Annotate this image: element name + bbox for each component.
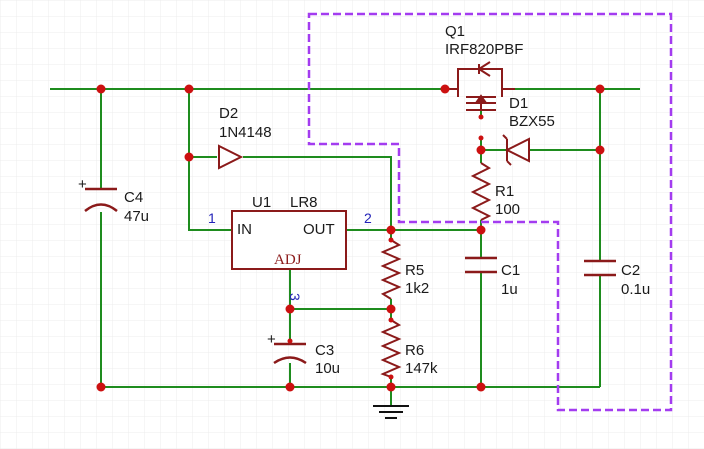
junction-dot [440, 84, 450, 94]
q1-value: IRF820PBF [445, 41, 523, 58]
r1-ref: R1 [495, 183, 514, 200]
r1-value: 100 [495, 201, 520, 218]
junction-dot [476, 145, 486, 155]
c3-value: 10u [315, 360, 340, 377]
junction-dot [386, 225, 396, 235]
pin-endpoint [388, 374, 394, 380]
d1-value: BZX55 [509, 113, 555, 130]
u1-pin2-number: 2 [364, 210, 372, 226]
u1-pin-out-label: OUT [303, 221, 335, 238]
junction-dot [386, 304, 396, 314]
c4-polarity: + [78, 176, 87, 193]
junction-dot [285, 304, 295, 314]
c4-value: 47u [124, 208, 149, 225]
junction-dot [96, 84, 106, 94]
pin-endpoint [478, 114, 484, 120]
pin-endpoint [478, 135, 484, 141]
resistor-r5[interactable] [380, 239, 402, 300]
diode-d2[interactable] [218, 144, 244, 170]
junction-dot [476, 225, 486, 235]
ic-u1-body[interactable] [231, 210, 347, 270]
pin-endpoint [388, 317, 394, 323]
u1-pin3-number: 3 [287, 293, 303, 301]
junction-dot [184, 152, 194, 162]
r6-value: 147k [405, 360, 438, 377]
c1-value: 1u [501, 281, 518, 298]
c3-ref: C3 [315, 342, 334, 359]
u1-pin-in-label: IN [237, 221, 252, 238]
u1-ref: U1 [252, 194, 271, 211]
u1-pin1-number: 1 [208, 210, 216, 226]
junction-dot [285, 382, 295, 392]
c2-ref: C2 [621, 262, 640, 279]
capacitor-c2[interactable] [584, 259, 616, 277]
junction-dot [595, 145, 605, 155]
wire-d2-right [243, 156, 392, 230]
q1-ref: Q1 [445, 23, 465, 40]
selection-outline [307, 12, 673, 412]
capacitor-c4[interactable] [84, 187, 118, 212]
junction-dot [476, 382, 486, 392]
mosfet-q1[interactable] [445, 61, 515, 111]
junction-dot [595, 84, 605, 94]
c3-polarity: + [267, 331, 276, 348]
c1-ref: C1 [501, 262, 520, 279]
r5-ref: R5 [405, 262, 424, 279]
zener-d1[interactable] [502, 134, 530, 166]
wire-in-node [188, 89, 232, 231]
d2-ref: D2 [219, 105, 238, 122]
pin-endpoint [287, 338, 293, 344]
junction-dot [184, 84, 194, 94]
c2-value: 0.1u [621, 281, 650, 298]
capacitor-c3[interactable] [273, 342, 307, 365]
pin-endpoint [388, 237, 394, 243]
r6-ref: R6 [405, 342, 424, 359]
capacitor-c1[interactable] [465, 256, 497, 274]
ground-icon [373, 405, 409, 419]
wires [50, 88, 640, 405]
c4-ref: C4 [124, 189, 143, 206]
resistor-r6[interactable] [380, 319, 402, 378]
u1-pin-adj-label: ADJ [274, 252, 302, 268]
junction-dots [96, 84, 605, 392]
junction-dot [96, 382, 106, 392]
u1-value: LR8 [290, 194, 318, 211]
d2-value: 1N4148 [219, 124, 272, 141]
resistor-r1[interactable] [470, 162, 492, 221]
pin-endpoints [287, 114, 484, 380]
r5-value: 1k2 [405, 280, 429, 297]
junction-dot [386, 382, 396, 392]
d1-ref: D1 [509, 95, 528, 112]
